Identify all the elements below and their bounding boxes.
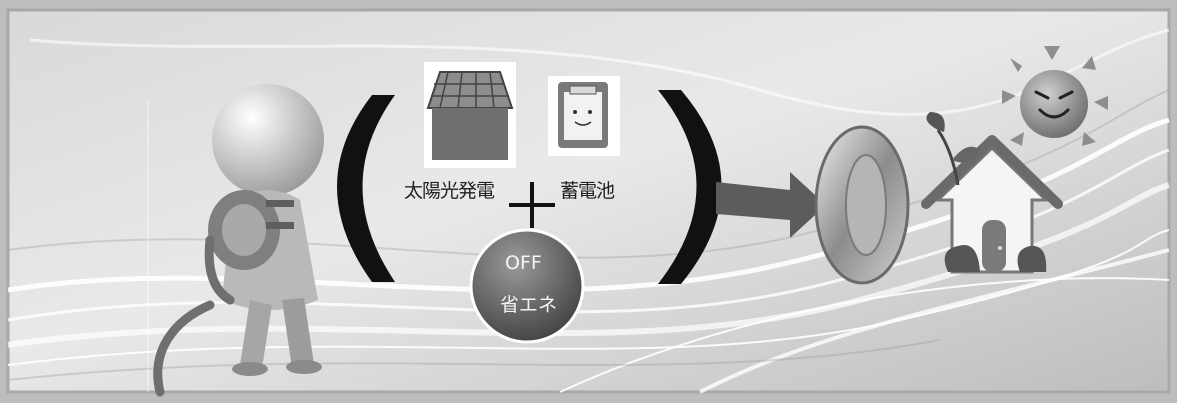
off-label: OFF xyxy=(505,252,542,274)
storage-battery-icon xyxy=(548,76,620,156)
left-parenthesis xyxy=(337,95,395,282)
sun-icon xyxy=(1002,46,1108,146)
plus-sign xyxy=(509,182,555,228)
energy-saving-label: 省エネ xyxy=(500,294,558,316)
eco-house-icon xyxy=(921,112,1063,274)
zero-digit-icon xyxy=(814,125,910,285)
right-parenthesis xyxy=(658,90,722,284)
solar-power-label: 太陽光発電 xyxy=(404,180,495,202)
arrow-right-icon xyxy=(716,172,826,238)
storage-battery-label: 蓄電池 xyxy=(560,180,615,202)
solar-house-icon xyxy=(424,62,516,168)
off-energy-saving-ball xyxy=(469,228,585,344)
person-with-plug-icon xyxy=(153,84,324,397)
